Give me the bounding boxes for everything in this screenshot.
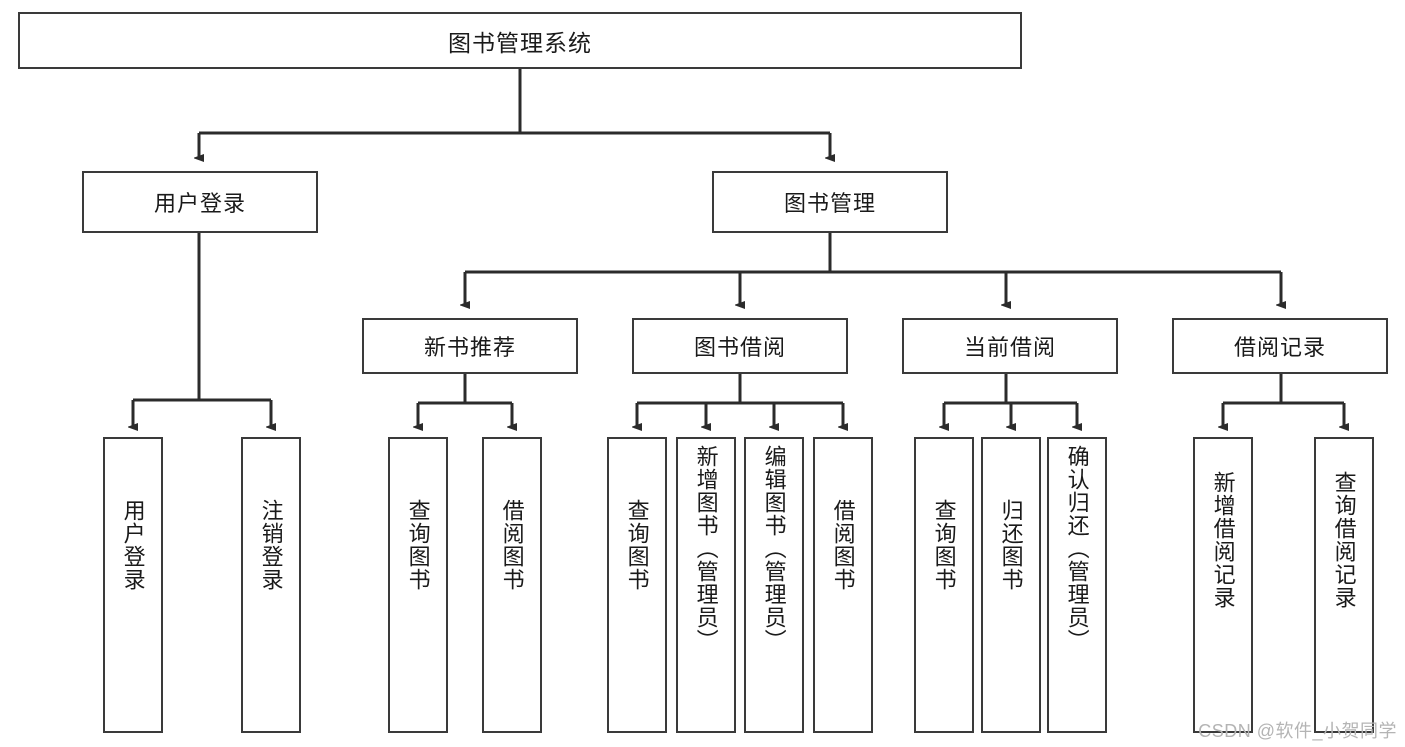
leaf-logout-login[interactable]: 注销登录: [241, 437, 301, 733]
node-label: 借阅图书: [499, 499, 525, 591]
node-label: 查询图书: [405, 499, 431, 591]
leaf-confirm-return-admin[interactable]: 确认归还（管理员）: [1047, 437, 1107, 733]
leaf-edit-book-admin[interactable]: 编辑图书（管理员）: [744, 437, 804, 733]
leaf-borrow-book-borrow[interactable]: 借阅图书: [813, 437, 873, 733]
node-label: 新增图书（管理员）: [693, 445, 719, 652]
node-label: 图书管理: [783, 191, 876, 216]
leaf-borrow-book-recommend[interactable]: 借阅图书: [482, 437, 542, 733]
node-user-login[interactable]: 用户登录: [82, 171, 318, 233]
node-root-book-management-system[interactable]: 图书管理系统: [18, 12, 1022, 69]
node-label: 用户登录: [153, 191, 246, 216]
node-label: 图书管理系统: [448, 29, 592, 56]
node-new-book-recommend[interactable]: 新书推荐: [362, 318, 578, 374]
node-borrow-record[interactable]: 借阅记录: [1172, 318, 1388, 374]
node-label: 查询图书: [931, 499, 957, 591]
leaf-query-book-recommend[interactable]: 查询图书: [388, 437, 448, 733]
node-book-borrow[interactable]: 图书借阅: [632, 318, 848, 374]
node-label: 归还图书: [998, 499, 1024, 591]
node-label: 查询借阅记录: [1331, 471, 1357, 609]
node-label: 编辑图书（管理员）: [761, 445, 787, 652]
node-label: 新增借阅记录: [1210, 471, 1236, 609]
leaf-query-book-current[interactable]: 查询图书: [914, 437, 974, 733]
node-label: 确认归还（管理员）: [1064, 445, 1090, 652]
node-label: 图书借阅: [693, 335, 786, 360]
leaf-add-borrow-record[interactable]: 新增借阅记录: [1193, 437, 1253, 733]
node-label: 新书推荐: [423, 335, 516, 360]
node-book-management[interactable]: 图书管理: [712, 171, 948, 233]
node-label: 用户登录: [120, 499, 146, 591]
leaf-query-borrow-record[interactable]: 查询借阅记录: [1314, 437, 1374, 733]
node-label: 借阅记录: [1233, 335, 1326, 360]
node-label: 注销登录: [258, 499, 284, 591]
leaf-return-book[interactable]: 归还图书: [981, 437, 1041, 733]
csdn-watermark: CSDN @软件_小贺同学: [1198, 721, 1397, 741]
node-label: 查询图书: [624, 499, 650, 591]
node-label: 当前借阅: [963, 335, 1056, 360]
leaf-add-book-admin[interactable]: 新增图书（管理员）: [676, 437, 736, 733]
node-current-borrow[interactable]: 当前借阅: [902, 318, 1118, 374]
node-label: 借阅图书: [830, 499, 856, 591]
leaf-user-login[interactable]: 用户登录: [103, 437, 163, 733]
leaf-query-book-borrow[interactable]: 查询图书: [607, 437, 667, 733]
